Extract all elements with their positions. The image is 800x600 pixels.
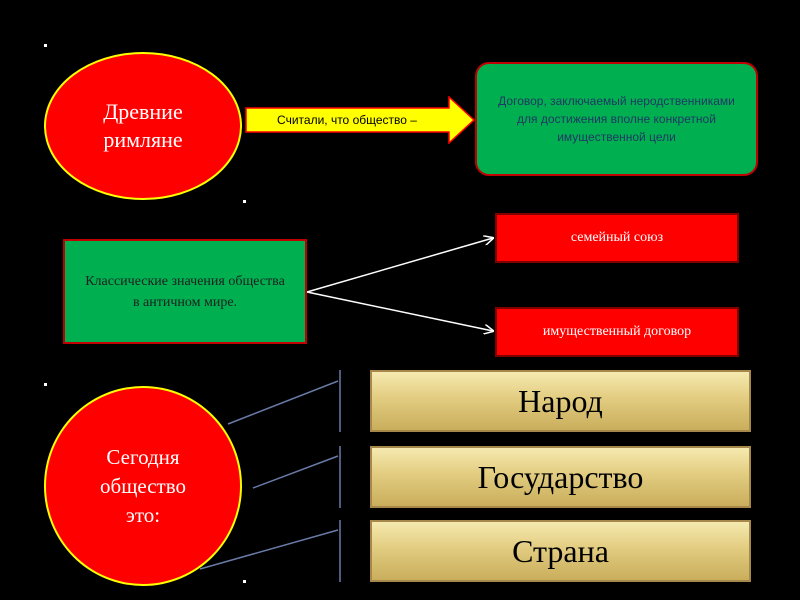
family-union-box: семейный союз [495,213,739,263]
classic-meanings-box: Классические значения общества в антично… [63,239,307,344]
country-box: Страна [370,520,751,582]
arrow-to-property [306,291,493,331]
property-contract-label: имущественный договор [542,324,692,339]
arrow-to-family [306,238,493,293]
connector-state [252,455,339,489]
property-contract-box: имущественный договор [495,307,739,357]
ancient-romans-label: Древние римляне [103,99,183,152]
considered-arrow-label: Считали, что общество – [277,113,417,127]
connector-country [199,529,339,570]
people-box: Народ [370,370,751,432]
bullet-dot [243,580,246,583]
connector-people [227,380,339,425]
today-society-label: Сегодня общество это: [100,444,186,527]
right-arrow-shape [245,96,476,144]
contract-definition-text: Договор, заключаемый неродственниками дл… [498,94,735,144]
classic-meanings-text: Классические значения общества в антично… [85,273,285,310]
state-label: Государство [477,458,644,495]
people-label: Народ [518,382,603,419]
contract-definition-box: Договор, заключаемый неродственниками дл… [475,62,758,176]
country-label: Страна [512,532,609,569]
today-society-circle: Сегодня общество это: [44,386,242,586]
bullet-dot [44,44,47,47]
ancient-romans-circle: Древние римляне [44,52,242,200]
bullet-dot [44,383,47,386]
considered-arrow: Считали, что общество – [245,96,476,144]
family-union-label: семейный союз [570,230,664,245]
bullet-dot [243,200,246,203]
state-box: Государство [370,446,751,508]
